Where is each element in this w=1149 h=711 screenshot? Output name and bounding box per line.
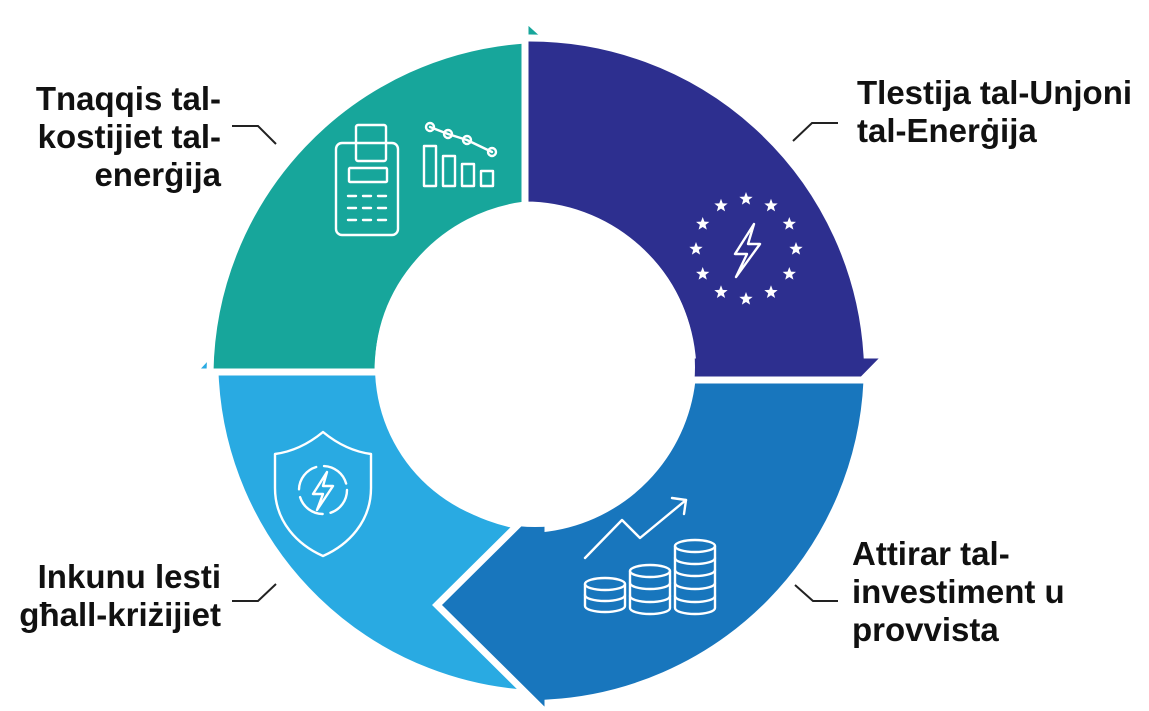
- eu-star-ring: [689, 192, 803, 305]
- connector-bottom-left: [232, 583, 277, 602]
- eu-stars-lightning-icon: [689, 192, 803, 305]
- cycle-center: [375, 207, 695, 527]
- label-top-left-line-3: enerġija: [94, 156, 221, 193]
- eu-star: [696, 267, 710, 280]
- label-bottom-left-line-2: għall-kriżijiet: [19, 596, 221, 633]
- label-connectors: [232, 122, 838, 602]
- coin-stacks-growth-icon: [583, 496, 717, 616]
- eu-star: [714, 198, 728, 212]
- eu-star: [782, 217, 796, 230]
- shield-lightning-icon: [273, 430, 373, 558]
- label-bottom-right: Attirar tal- investiment u provvista: [852, 535, 1065, 649]
- label-top-left-line-1: Tnaqqis tal-: [35, 80, 221, 117]
- label-bottom-right-line-1: Attirar tal-: [852, 535, 1010, 572]
- cycle-ring: [184, 10, 896, 711]
- connector-top-left: [232, 125, 277, 145]
- label-top-right-line-1: Tlestija tal-Unjoni: [857, 74, 1133, 111]
- eu-star: [764, 198, 778, 212]
- label-bottom-right-line-3: provvista: [852, 611, 999, 648]
- eu-star: [739, 192, 753, 205]
- label-top-right-line-2: tal-Enerġija: [857, 112, 1037, 149]
- eu-star: [714, 285, 728, 298]
- eu-star: [782, 267, 796, 280]
- label-top-right: Tlestija tal-Unjoni tal-Enerġija: [857, 74, 1132, 150]
- label-top-left-line-2: kostijiet tal-: [37, 118, 221, 155]
- connector-bottom-right: [794, 584, 838, 602]
- eu-star: [689, 242, 703, 255]
- label-bottom-left: Inkunu lesti għall-kriżijiet: [19, 558, 221, 634]
- connector-top-right: [792, 122, 838, 142]
- eu-star: [764, 285, 778, 298]
- payment-terminal-and-declining-bar-chart-icon: [334, 121, 498, 237]
- eu-star: [696, 217, 710, 230]
- label-bottom-left-line-1: Inkunu lesti: [37, 558, 221, 595]
- eu-star: [789, 242, 803, 255]
- label-top-left: Tnaqqis tal- kostijiet tal- enerġija: [36, 80, 221, 194]
- eu-star: [739, 292, 753, 305]
- label-bottom-right-line-2: investiment u: [852, 573, 1065, 610]
